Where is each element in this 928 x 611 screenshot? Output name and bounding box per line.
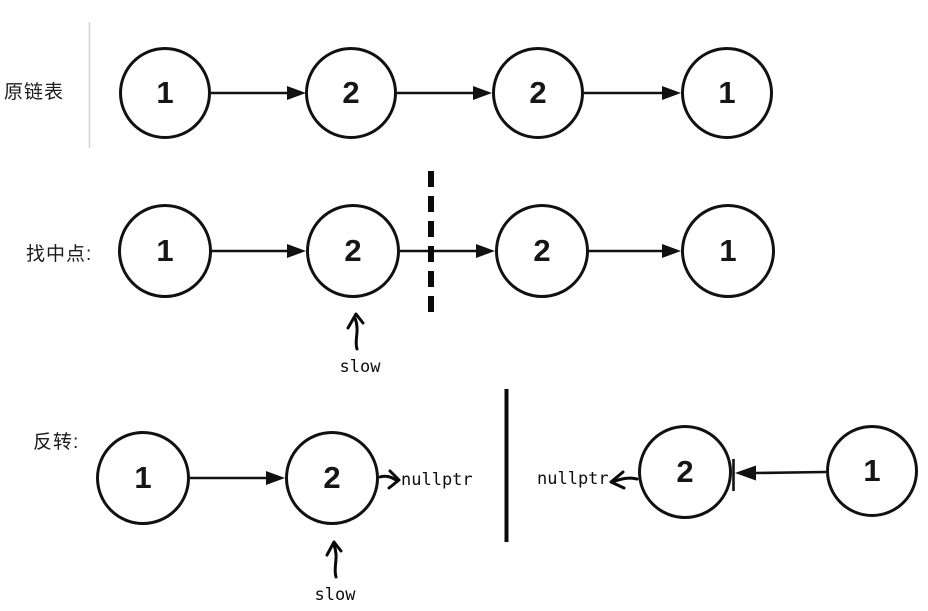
arrowhead-up-icon <box>346 312 365 330</box>
slow-pointer-label: slow <box>339 357 381 377</box>
arrow-shaft <box>378 474 398 482</box>
null-arrow-right-group <box>609 470 639 490</box>
nullptr-label-right: nullptr <box>537 469 609 489</box>
list-node: 2 <box>638 425 732 519</box>
row2-label: 找中点: <box>26 244 93 265</box>
row3-left-arrow <box>190 471 285 485</box>
row1-arrows <box>211 86 681 100</box>
list-node: 1 <box>681 47 773 139</box>
arrowhead-up-icon <box>325 540 343 557</box>
list-node: 2 <box>285 431 379 525</box>
arrowhead-right-icon <box>662 244 681 258</box>
nullptr-label-left: nullptr <box>401 470 473 490</box>
arrowhead-right-icon <box>387 469 401 490</box>
arrowhead-right-icon <box>662 86 681 100</box>
arrowhead-left-icon <box>609 470 626 490</box>
row3-label: 反转: <box>33 432 80 453</box>
slow-pointer-arrow-row2 <box>346 312 365 351</box>
null-arrow-left-group <box>378 469 401 490</box>
list-node: 1 <box>96 431 190 525</box>
list-node: 1 <box>119 47 211 139</box>
slow-pointer-arrow-row3 <box>325 540 343 579</box>
arrowhead-right-icon <box>266 471 285 485</box>
arrow-shaft <box>613 476 639 483</box>
row1-label: 原链表 <box>4 82 65 103</box>
arrow-shaft <box>332 543 338 579</box>
list-node: 2 <box>495 204 589 298</box>
list-node: 2 <box>305 47 397 139</box>
row3-right-arrow <box>732 459 827 491</box>
arrowhead-right-icon <box>476 244 495 258</box>
list-node: 1 <box>681 204 775 298</box>
list-node: 1 <box>826 425 918 517</box>
list-node: 2 <box>306 204 400 298</box>
arrow-line <box>754 470 827 475</box>
arrow-shaft <box>353 316 359 351</box>
arrowhead-right-icon <box>287 244 306 258</box>
arrowhead-right-icon <box>287 86 306 100</box>
arrowhead-right-icon <box>473 86 492 100</box>
list-node: 1 <box>118 204 212 298</box>
row2-arrows <box>212 244 681 258</box>
list-node: 2 <box>492 47 584 139</box>
arrowhead-left-icon <box>735 465 756 481</box>
slow-pointer-label: slow <box>314 585 356 605</box>
